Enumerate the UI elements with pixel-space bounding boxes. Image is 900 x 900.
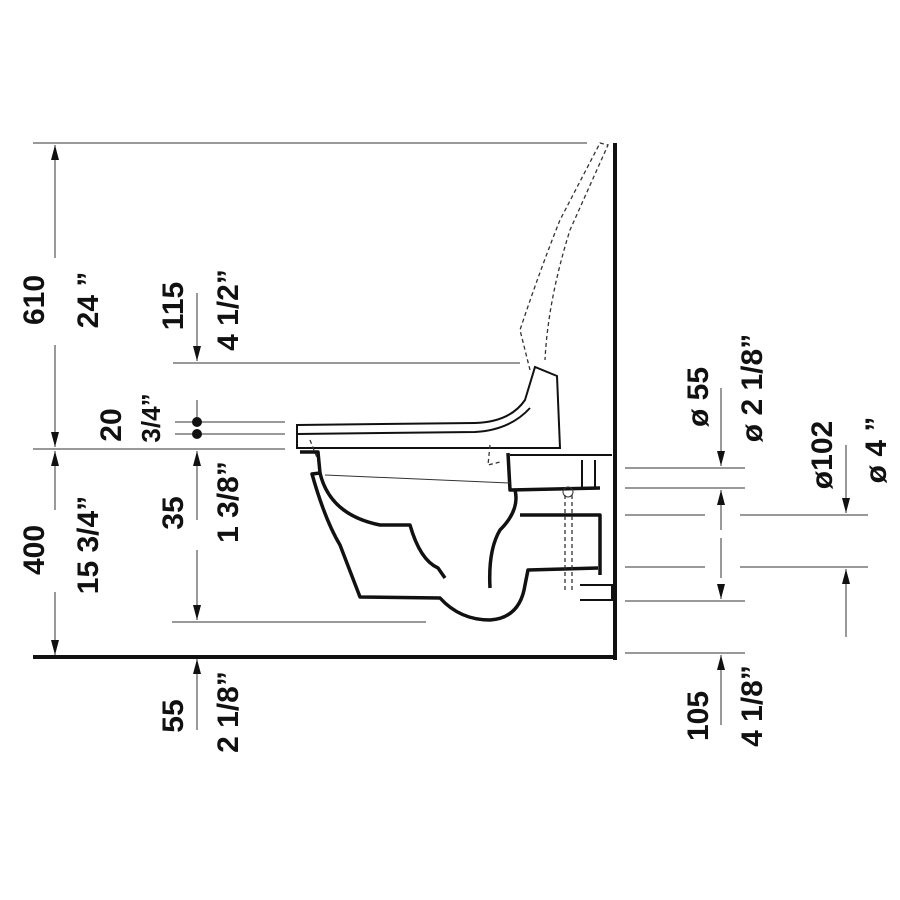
- label-2-1-8in: 2 1/8”: [212, 671, 245, 753]
- label-dia-102: ø102: [806, 421, 839, 489]
- label-dia-4in: ø 4 ”: [860, 417, 893, 484]
- label-4-1-8in: 4 1/8”: [736, 665, 769, 747]
- label-35: 35: [157, 496, 190, 529]
- label-3-4in: 3/4”: [136, 393, 166, 442]
- dim-total-height: [51, 145, 59, 655]
- label-4-1-2in: 4 1/2”: [212, 269, 245, 351]
- label-dia-2-1-8in: ø 2 1/8”: [736, 334, 769, 442]
- toilet-bowl: [300, 450, 613, 622]
- dim-right: [625, 388, 868, 725]
- wall-and-floor: [33, 143, 617, 660]
- label-115: 115: [157, 282, 190, 330]
- label-400: 400: [18, 525, 51, 575]
- label-20: 20: [95, 408, 128, 441]
- label-55: 55: [157, 699, 190, 732]
- label-dia-55: ø 55: [682, 367, 715, 427]
- label-105: 105: [682, 691, 715, 741]
- label-610: 610: [18, 275, 51, 325]
- label-15-3-4in: 15 3/4”: [72, 496, 105, 594]
- label-1-3-8in: 1 3/8”: [212, 461, 245, 543]
- dim-middle-left: [192, 293, 202, 730]
- label-24in: 24 ”: [72, 272, 105, 329]
